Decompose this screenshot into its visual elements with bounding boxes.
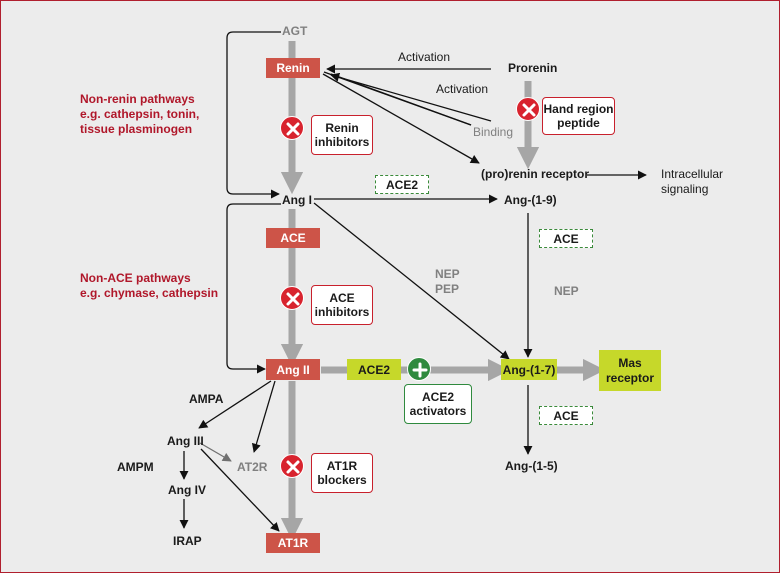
node-renin: Renin <box>266 58 320 78</box>
node-at2r: AT2R <box>237 460 268 474</box>
node-ang-1-5: Ang-(1-5) <box>505 459 558 473</box>
inhibit-x-icon <box>280 286 304 310</box>
node-ace: ACE <box>266 228 320 248</box>
grey-arrows <box>199 442 232 462</box>
node-prorenin-receptor: (pro)renin receptor <box>481 167 590 181</box>
thin-arrows <box>179 31 647 532</box>
node-ang-1-7: Ang-(1-7) <box>501 359 557 380</box>
node-prorenin: Prorenin <box>508 61 558 75</box>
node-ang-iii: Ang III <box>167 434 204 448</box>
label-nep: NEP <box>554 284 579 298</box>
node-ang-iv: Ang IV <box>168 483 206 497</box>
node-ang-1-9: Ang-(1-9) <box>504 193 557 207</box>
inhibit-x-icon <box>280 454 304 478</box>
label-activation-2: Activation <box>436 82 489 96</box>
node-agt: AGT <box>282 24 308 38</box>
enzyme-ace-dashed-1: ACE <box>539 229 593 248</box>
node-irap: IRAP <box>173 534 202 548</box>
node-ang-ii: Ang II <box>266 359 320 380</box>
node-at1r: AT1R <box>266 533 320 553</box>
inhibit-x-icon <box>516 97 540 121</box>
node-ang-i: Ang I <box>282 193 312 207</box>
enzyme-ace2-dashed: ACE2 <box>375 175 429 194</box>
label-ampa: AMPA <box>189 392 224 406</box>
label-binding: Binding <box>473 125 514 139</box>
activate-plus-icon <box>407 357 431 381</box>
label-activation-1: Activation <box>398 50 451 64</box>
enzyme-ace-dashed-2: ACE <box>539 406 593 425</box>
enzyme-ace2: ACE2 <box>347 359 401 380</box>
label-ampm: AMPM <box>117 460 154 474</box>
inhibit-x-icon <box>280 116 304 140</box>
